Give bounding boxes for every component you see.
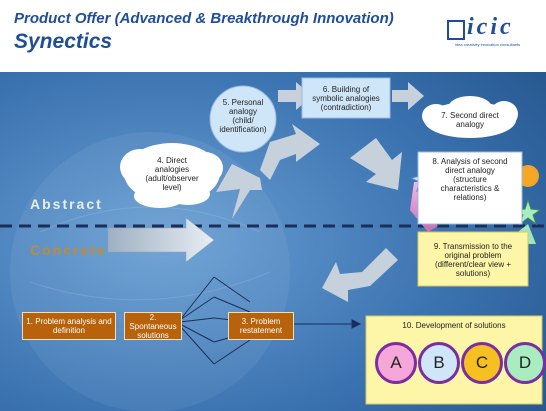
box-transmission <box>417 231 529 287</box>
arrow-to-restatement <box>322 248 398 302</box>
box-analysis-second-analogy <box>417 151 523 225</box>
logo-mark-icon <box>447 20 465 40</box>
logo-subtext: idea creativity innovation consultants <box>455 42 521 47</box>
abstract-label: Abstract <box>30 196 103 212</box>
slide-title: Product Offer (Advanced & Breakthrough I… <box>14 10 394 27</box>
background-globe <box>10 132 290 411</box>
circle-personal-analogy <box>209 85 277 153</box>
box-spontaneous-solutions: 2. Spontaneous solutions <box>124 312 182 340</box>
arrow-up-curve <box>216 164 262 219</box>
company-logo: icic idea creativity innovation consulta… <box>447 14 541 47</box>
label-development-solutions: 10. Development of solutions <box>402 321 506 330</box>
arrow-to-second-analogy <box>392 82 424 110</box>
cloud-second-direct-analogy <box>422 96 518 138</box>
concrete-label: Concrete <box>30 242 107 258</box>
arrow-to-personal <box>260 124 320 180</box>
arrow-down-curve <box>350 138 402 190</box>
diagram-canvas <box>0 72 546 411</box>
box-problem-analysis: 1. Problem analysis and definition <box>22 312 116 340</box>
solution-a: A <box>375 342 417 384</box>
cloud-direct-analogies <box>120 143 223 208</box>
solution-b: B <box>418 342 460 384</box>
box-symbolic-analogies <box>301 77 391 119</box>
arrow-concrete-to-abstract <box>107 217 215 263</box>
box-problem-restatement: 3. Problem restatement <box>228 312 294 340</box>
logo-text: icic <box>467 14 514 40</box>
solution-d: D <box>504 342 546 384</box>
solution-c: C <box>461 342 503 384</box>
slide-header: Product Offer (Advanced & Breakthrough I… <box>0 0 546 72</box>
slide-subtitle: Synectics <box>14 30 113 53</box>
